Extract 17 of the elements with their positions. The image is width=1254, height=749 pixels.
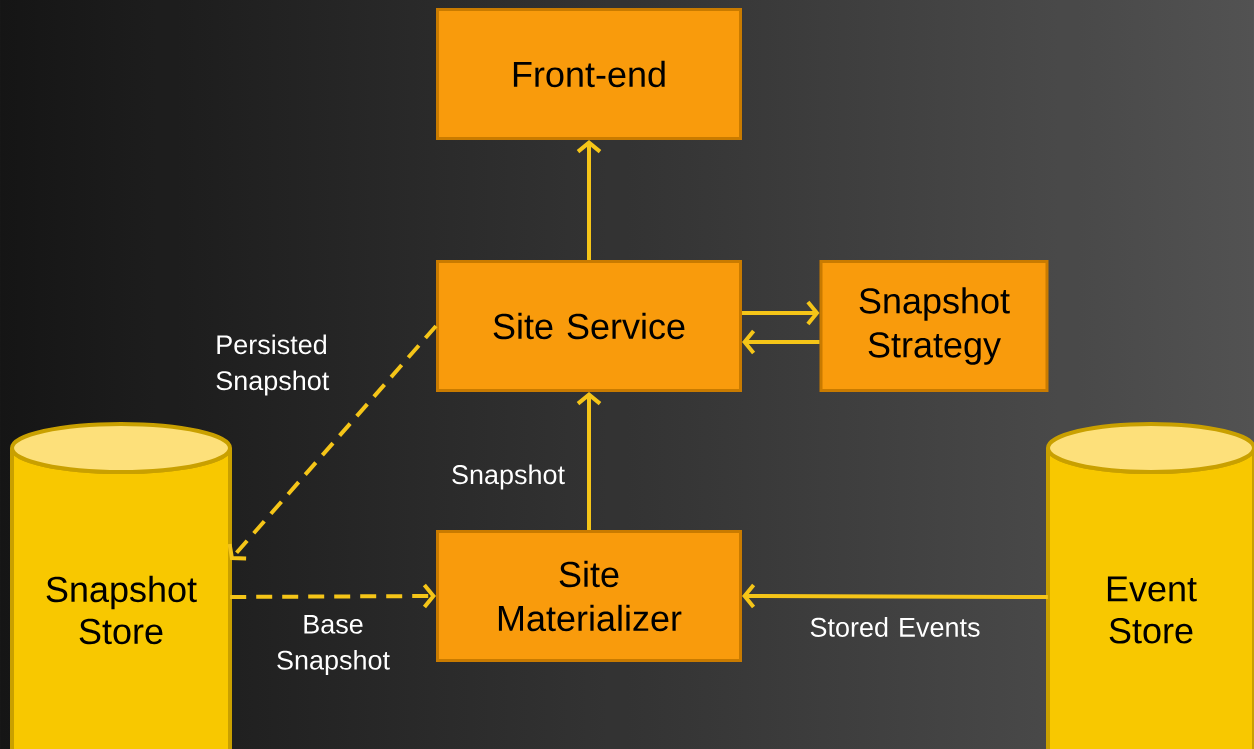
process-box: Front-end — [436, 8, 742, 140]
edge-label: Persisted Snapshot — [216, 334, 330, 396]
process-box: Site Materializer — [436, 530, 742, 662]
arrow — [742, 583, 1048, 609]
arrow — [742, 300, 820, 326]
dashed-arrow — [230, 583, 436, 609]
arrow — [576, 140, 602, 260]
process-box: Site Service — [436, 260, 742, 392]
process-box: Snapshot Strategy — [819, 260, 1049, 392]
arrow — [576, 392, 602, 530]
database-cylinder: Snapshot Store — [10, 422, 232, 749]
edge-label: Stored Events — [810, 617, 980, 637]
database-cylinder: Event Store — [1046, 422, 1254, 749]
edge-label: Base Snapshot — [277, 614, 390, 676]
edge-label: Snapshot — [452, 464, 565, 490]
arrow — [742, 329, 820, 355]
dashed-arrow — [227, 324, 438, 561]
